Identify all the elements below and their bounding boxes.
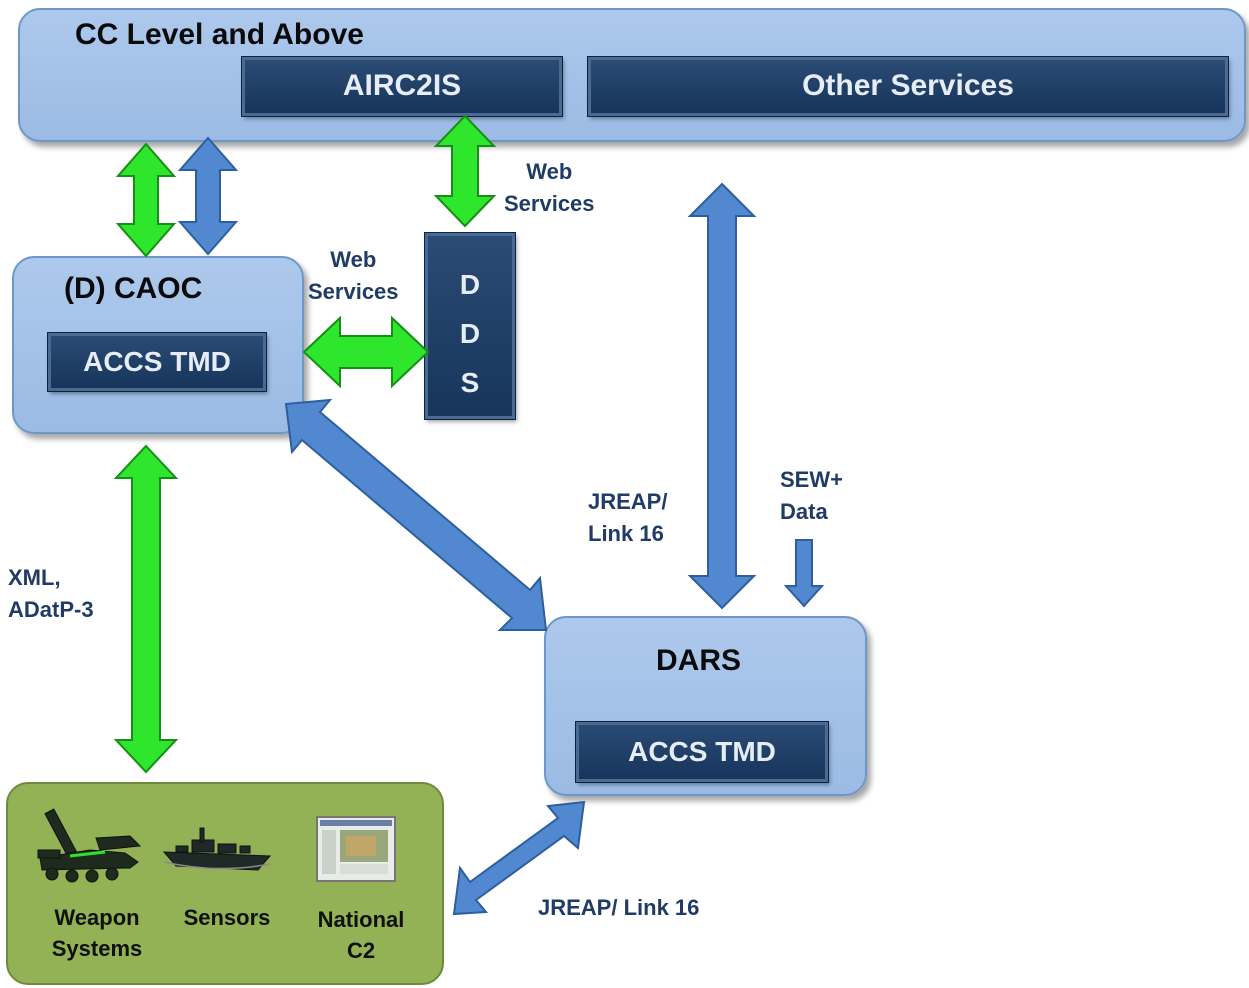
sew-data-label: SEW+Data [780, 467, 843, 524]
caoc-accs-tmd-box: ACCS TMD [47, 332, 267, 392]
cc-level-title: CC Level and Above [75, 18, 364, 51]
other-services-box: Other Services [587, 56, 1229, 117]
blue-arrow-dars-ground [452, 800, 586, 916]
weapon-systems-icon [37, 808, 142, 883]
green-arrow-caoc-ground [113, 444, 179, 774]
dds-box: D D S [424, 232, 516, 420]
jreap-link16-label: JREAP/Link 16 [588, 489, 668, 546]
dars-accs-tmd-label: ACCS TMD [628, 736, 776, 767]
sensors-ship-icon [162, 827, 272, 871]
blue-arrow-sew-data [783, 539, 825, 608]
blue-arrow-caoc-dars [284, 398, 548, 631]
jreap-link16-bottom-label: JREAP/ Link 16 [538, 895, 700, 920]
sensors-label: Sensors [183, 905, 271, 930]
dars-accs-tmd-box: ACCS TMD [575, 721, 829, 783]
blue-arrow-cc-caoc [177, 136, 239, 256]
other-services-label: Other Services [802, 69, 1014, 102]
dds-letter-3: S [460, 367, 480, 398]
dars-title: DARS [656, 644, 742, 677]
green-arrow-cc-caoc [115, 142, 177, 258]
national-c2-screen-icon [316, 816, 396, 882]
dds-letter-1: D [459, 269, 481, 300]
blue-arrow-cc-dars [687, 182, 757, 610]
caoc-title: (D) CAOC [64, 272, 203, 305]
caoc-accs-tmd-label: ACCS TMD [83, 346, 231, 377]
dds-letter-2: D [459, 318, 481, 349]
airc2is-label: AIRC2IS [342, 69, 462, 102]
green-arrow-caoc-dds [302, 315, 430, 389]
ground-systems-box [6, 782, 444, 985]
xml-adatp-label: XML,ADatP-3 [8, 565, 94, 622]
green-arrow-airc2is-dds [433, 114, 497, 228]
airc2is-box: AIRC2IS [241, 56, 563, 117]
